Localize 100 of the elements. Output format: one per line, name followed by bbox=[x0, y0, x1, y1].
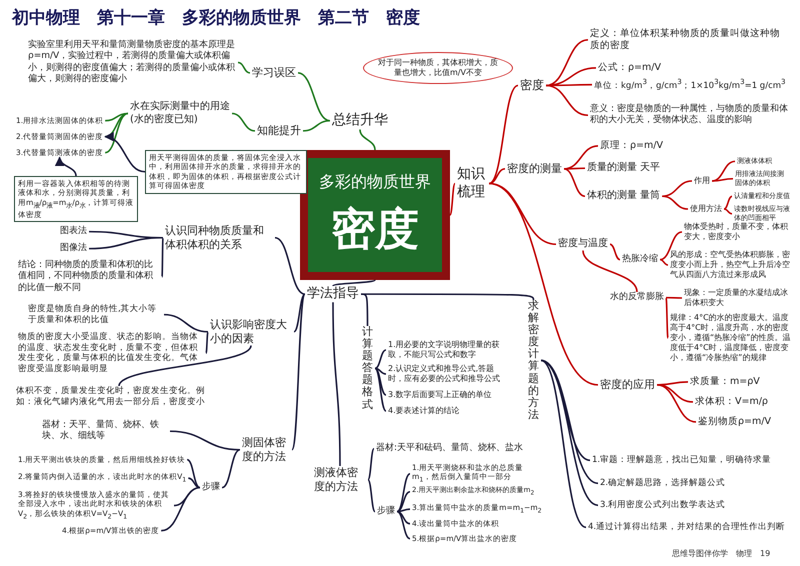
connector-line bbox=[367, 448, 375, 480]
branch-label: 求解密度计算题的方法 bbox=[526, 300, 541, 421]
topic-text: 规律：4°C的水的密度最大。温度高于4°C时，温度升高，水的密度变小，遵循“热胀冷缩”的性质。温度低于4°C时，温度降低，密度变小，遵循“冷胀热缩”的规律 bbox=[668, 313, 796, 363]
branch-label: 学法指导 bbox=[305, 286, 361, 302]
connector-line bbox=[582, 250, 638, 292]
connector-line bbox=[161, 486, 200, 532]
branch-label: 知识梳理 bbox=[455, 166, 489, 201]
topic-text: 物体受热时，质量不变，体积变大，密度变小 bbox=[682, 222, 792, 242]
topic-text: 1.用必要的文字说明物理量的获取，不能只写公式和数字 bbox=[386, 340, 510, 360]
connector-line bbox=[488, 182, 598, 386]
connector-line bbox=[161, 238, 164, 277]
topic-text: 原理：ρ=m/V bbox=[598, 140, 665, 152]
topic-text: 热胀冷缩 bbox=[620, 254, 660, 266]
branch-label: 密度的应用 bbox=[598, 378, 657, 392]
connector-line bbox=[396, 473, 410, 512]
topic-text: 求体积：V=m/ρ bbox=[693, 396, 770, 408]
topic-text: 4.要表述计算的结论 bbox=[386, 406, 462, 416]
branch-label: 密度的测量 bbox=[505, 162, 564, 176]
note-ellipse: 对于同一种物质，其体积增大，质量也增大，比值m/V不变 bbox=[363, 52, 513, 84]
topic-text: 使用方法 bbox=[688, 204, 724, 214]
branch-label: 测固体密度的方法 bbox=[240, 436, 292, 464]
connector-line bbox=[164, 314, 208, 333]
topic-text: 图像法 bbox=[58, 243, 89, 254]
branch-label: 认识同种物质质量和体积体积的关系 bbox=[163, 224, 275, 252]
connector-line bbox=[238, 62, 250, 74]
branch-label: 总结升华 bbox=[330, 112, 390, 130]
topic-text: 水的反常膨胀 bbox=[608, 292, 666, 304]
connector-line bbox=[546, 84, 592, 86]
topic-text: 密度是物质自身的特性,其大小等于质量和体积的比值 bbox=[26, 304, 164, 326]
topic-text: 意义：密度是物质的一种属性，与物质的质量和体积的大小无关，受物体状态、温度的影响 bbox=[588, 104, 798, 126]
topic-text: 定义：单位体积某种物质的质量叫做这种物质的密度 bbox=[588, 28, 788, 52]
connector-line bbox=[332, 279, 376, 287]
topic-text: 2.认识定义式和推导公式,答题时，应有必要的公式和推导公式 bbox=[386, 364, 510, 384]
connector-line bbox=[662, 195, 688, 210]
arrow bbox=[56, 156, 77, 176]
connector-line bbox=[332, 302, 341, 466]
connector-line bbox=[205, 332, 209, 354]
connector-line bbox=[374, 368, 386, 375]
topic-text: 4.通过计算得出结果，并对结果的合理性作出判断 bbox=[586, 522, 788, 533]
connector-line bbox=[222, 449, 240, 488]
branch-label: 测液体密度的方法 bbox=[312, 466, 368, 494]
connector-line bbox=[724, 208, 732, 215]
topic-text: 步骤 bbox=[375, 506, 397, 518]
branch-label: 质量的测量 天平 bbox=[585, 162, 662, 174]
branch-label: 体积的测量 量筒 bbox=[585, 190, 662, 202]
topic-text: 作用 bbox=[692, 176, 712, 186]
topic-text: 求质量：m=ρV bbox=[688, 376, 762, 388]
connector-line bbox=[660, 231, 682, 260]
topic-text: 器材:天平和砝码、量筒、烧杯、盐水 bbox=[374, 443, 526, 454]
connector-line bbox=[396, 491, 410, 512]
topic-text: 鉴别物质ρ=m/V bbox=[696, 416, 773, 428]
topic-text: 单位：kg/m$^{3}$，g/cm$^{3}$；1×10$^{3}$kg/m$^{3}$=1 g/cm$^{3}$ bbox=[592, 78, 788, 92]
connector-line bbox=[564, 168, 586, 198]
branch-label: 学习误区 bbox=[250, 66, 298, 80]
connector-line bbox=[396, 510, 410, 540]
connector-line bbox=[298, 72, 330, 122]
topic-text: 2.确定解题思路，选择解题公式 bbox=[598, 478, 728, 489]
connector-line bbox=[660, 258, 668, 266]
connector-line bbox=[294, 293, 306, 332]
topic-text: 结论：同种物质的质量和体积的比值相同，不同种物质的质量和体积的比值一般不同 bbox=[16, 260, 162, 294]
topic-text: 3.利用密度公式列出数学表达式 bbox=[598, 500, 728, 511]
connector-line bbox=[359, 129, 376, 150]
connector-line bbox=[396, 510, 410, 524]
connector-line bbox=[656, 384, 696, 423]
connector-line bbox=[374, 368, 386, 396]
topic-subtitle: 多彩的物质世界 bbox=[318, 172, 432, 192]
topic-text: 物质的密度大小受温度、状态的影响。当物体的温度、状态发生变化时，质量不变，但体积发生变化，质量与体积的比值发生变化。气体密度受温度影响最明显 bbox=[16, 332, 206, 374]
topic-text: 3.数字后面要写上正确的单位 bbox=[386, 390, 494, 400]
connector-line bbox=[610, 244, 620, 260]
topic-heading: 密度 bbox=[330, 203, 420, 257]
topic-text: 体积不变，质量发生变化时，密度发生变化。例如：液化气罐内液化气用去一部分后，密度变小 bbox=[14, 386, 224, 408]
connector-line bbox=[712, 160, 736, 182]
topic-text: 实验室里利用天平和量筒测量物质密度的基本原理是ρ=m/V，实验过程中，若测得的质量偏大或体积偏小，则测得的密度值偏大；若测得的质量偏小或体积偏大，则测得的密度偏小 bbox=[26, 40, 238, 85]
connector-line bbox=[186, 458, 200, 488]
arrow bbox=[104, 133, 146, 173]
connector-line bbox=[232, 112, 256, 132]
branch-label: 水在实际测量中的用途 (水的密度已知) bbox=[128, 101, 232, 126]
connector-line bbox=[374, 349, 386, 370]
connector-line bbox=[449, 183, 456, 216]
topic-text: 1.审题：理解题意，找出已知量，明确待求量 bbox=[590, 455, 774, 466]
topic-text: 图表法 bbox=[58, 226, 89, 238]
connector-line bbox=[302, 120, 330, 132]
connector-line bbox=[104, 112, 128, 154]
connector-line bbox=[118, 345, 252, 386]
topic-text: 公式：ρ=m/V bbox=[596, 62, 663, 74]
connector-line bbox=[488, 84, 518, 184]
branch-label: 认识影响密度大小的因素 bbox=[208, 318, 294, 346]
topic-text: 现象：一定质量的水凝结成冰后体积变大 bbox=[682, 288, 792, 308]
connector-line bbox=[367, 479, 376, 512]
connector-line bbox=[546, 84, 588, 116]
connector-line bbox=[396, 508, 410, 512]
topic-text: 步骤 bbox=[200, 482, 222, 494]
connector-line bbox=[488, 168, 506, 184]
connector-line bbox=[361, 293, 534, 300]
connector-line bbox=[662, 180, 692, 198]
connector-line bbox=[188, 477, 200, 488]
connector-line bbox=[712, 178, 734, 182]
topic-text: 风的形成：空气受热体积膨胀，密度变小而上升，热空气上升后冷空气从四面八方流过来形成风 bbox=[668, 250, 796, 280]
connector-line bbox=[540, 360, 586, 528]
branch-label: 知能提升 bbox=[255, 124, 303, 138]
